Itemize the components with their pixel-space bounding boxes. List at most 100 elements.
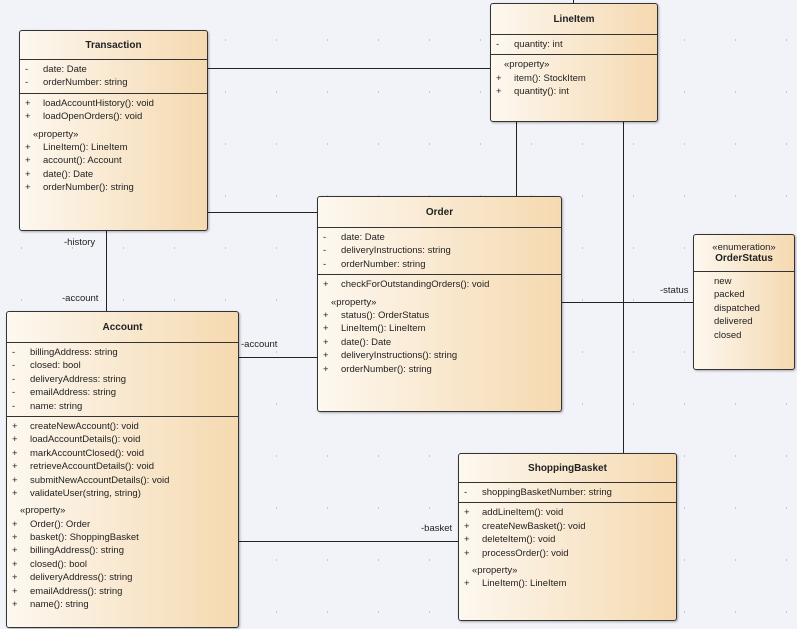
label-transaction-account: -account (62, 293, 99, 304)
visibility-marker: + (12, 585, 18, 597)
member-row[interactable]: +createNewBasket(): void (459, 520, 676, 533)
member-row[interactable]: + validateUser(string, string) (7, 487, 238, 500)
member-row[interactable]: +deliveryAddress(): string (7, 571, 238, 584)
member-row[interactable]: +LineItem(): LineItem (318, 322, 561, 335)
member-row[interactable]: +orderNumber(): string (318, 363, 561, 376)
visibility-marker: - (12, 400, 16, 412)
member-text: date(): Date (43, 168, 94, 180)
member-text: addLineItem(): void (482, 507, 564, 519)
member-row[interactable]: -orderNumber: string (318, 258, 561, 271)
label-order-account: -account (241, 339, 278, 350)
member-row[interactable]: -billingAddress: string (7, 346, 238, 359)
visibility-marker: - (323, 245, 327, 257)
member-text: basket(): ShoppingBasket (30, 532, 139, 544)
member-row[interactable]: -orderNumber: string (20, 76, 207, 89)
class-name: Transaction (20, 31, 207, 60)
enum-literal[interactable]: closed (714, 329, 742, 341)
visibility-marker: - (12, 373, 16, 385)
member-row[interactable]: +checkForOutstandingOrders(): void (318, 278, 561, 291)
member-text: LineItem(): LineItem (43, 141, 128, 153)
class-name: Order (318, 197, 561, 228)
member-row[interactable]: +closed(): bool (7, 558, 238, 571)
visibility-marker: + (12, 558, 18, 570)
member-row[interactable]: +loadAccountDetails(): void (7, 433, 238, 446)
class-order[interactable]: Order -date: Date- deliveryInstructions: s… (317, 196, 562, 412)
member-text: markAccountClosed(): void (30, 447, 145, 459)
member-row[interactable]: +LineItem(): LineItem (459, 577, 676, 590)
member-text: emailAddress: string (30, 387, 117, 399)
member-text: status(): OrderStatus (341, 309, 430, 321)
enum-header: «enumeration» OrderStatus (694, 235, 794, 272)
member-row[interactable]: -quantity: int (491, 38, 657, 51)
class-lineitem[interactable]: LineItem-quantity: int«property»+item():… (490, 3, 658, 122)
member-row[interactable]: + emailAddress(): string (7, 585, 238, 598)
member-row[interactable]: +retrieveAccountDetails(): void (7, 460, 238, 473)
member-row[interactable]: +Order(): Order (7, 518, 238, 531)
member-row[interactable]: +date(): Date (318, 336, 561, 349)
member-text: emailAddress(): string (30, 585, 123, 597)
attributes-section: -billingAddress: string-closed: bool-del… (7, 343, 238, 417)
member-row[interactable]: + status(): OrderStatus (318, 309, 561, 322)
enum-literal[interactable]: new (714, 276, 732, 287)
member-row[interactable]: +createNewAccount(): void (7, 420, 238, 433)
attributes-section: -shoppingBasketNumber: string (459, 483, 676, 504)
member-row[interactable]: +billingAddress(): string (7, 544, 238, 557)
visibility-marker: + (323, 279, 329, 291)
member-text: deleteItem(): void (482, 534, 556, 546)
member-text: orderNumber(): string (43, 182, 134, 194)
member-row[interactable]: +name(): string (7, 598, 238, 611)
enum-literal[interactable]: packed (714, 289, 745, 301)
member-row[interactable]: +processOrder(): void (459, 547, 676, 560)
member-row[interactable]: -date: Date (20, 63, 207, 76)
member-row[interactable]: +addLineItem(): void (459, 506, 676, 519)
class-account[interactable]: Account-billingAddress: string-closed: b… (6, 311, 239, 628)
enum-name: OrderStatus (715, 253, 773, 264)
member-row[interactable]: +orderNumber(): string (20, 181, 207, 194)
member-row[interactable]: +item(): StockItem (491, 72, 657, 85)
member-row[interactable]: +loadOpenOrders(): void (20, 110, 207, 123)
member-text: date: Date (43, 64, 87, 75)
member-row[interactable]: +deleteItem(): void (459, 533, 676, 546)
member-row[interactable]: -date: Date (318, 231, 561, 244)
member-row[interactable]: + basket(): ShoppingBasket (7, 531, 238, 544)
member-text: deliveryInstructions: string (341, 245, 451, 257)
member-row[interactable]: +quantity(): int (491, 85, 657, 98)
label-status: -status (660, 285, 689, 296)
visibility-marker: + (12, 572, 18, 584)
member-row[interactable]: -emailAddress: string (7, 386, 238, 399)
member-text: orderNumber: string (341, 258, 426, 270)
visibility-marker: + (323, 350, 329, 362)
member-text: billingAddress(): string (30, 545, 124, 557)
member-row[interactable]: -closed: bool (7, 359, 238, 372)
enum-stereotype: «enumeration» (712, 242, 776, 253)
member-row[interactable]: +account(): Account (20, 154, 207, 167)
visibility-marker: + (12, 487, 18, 499)
member-text: validateUser(string, string) (30, 487, 141, 499)
member-row[interactable]: +loadAccountHistory(): void (20, 97, 207, 110)
member-row[interactable]: -deliveryAddress: string (7, 373, 238, 386)
visibility-marker: + (12, 461, 18, 473)
class-shoppingbasket[interactable]: ShoppingBasket-shoppingBasketNumber: str… (458, 453, 677, 621)
visibility-marker: + (25, 168, 31, 180)
visibility-marker: - (25, 77, 29, 89)
member-row[interactable]: +deliveryInstructions(): string (318, 349, 561, 362)
attributes-section: -quantity: int (491, 35, 657, 56)
operations-section: +loadAccountHistory(): void+loadOpenOrde… (20, 94, 207, 198)
member-text: createNewBasket(): void (482, 520, 586, 532)
class-transaction[interactable]: Transaction-date: Date-orderNumber: stri… (19, 30, 208, 231)
visibility-marker: - (12, 360, 16, 372)
member-row[interactable]: +submitNewAccountDetails(): void (7, 474, 238, 487)
visibility-marker: + (323, 309, 329, 321)
member-row[interactable]: + date(): Date (20, 168, 207, 181)
member-row[interactable]: -name: string (7, 400, 238, 413)
member-row[interactable]: -shoppingBasketNumber: string (459, 486, 676, 499)
enum-literal[interactable]: dispatched (714, 302, 760, 314)
member-row[interactable]: +markAccountClosed(): void (7, 447, 238, 460)
member-text: loadAccountHistory(): void (43, 97, 154, 109)
member-row[interactable]: +LineItem(): LineItem (20, 141, 207, 154)
visibility-marker: + (12, 532, 18, 544)
enum-literal[interactable]: delivered (714, 316, 753, 328)
member-row[interactable]: - deliveryInstructions: string (318, 244, 561, 257)
